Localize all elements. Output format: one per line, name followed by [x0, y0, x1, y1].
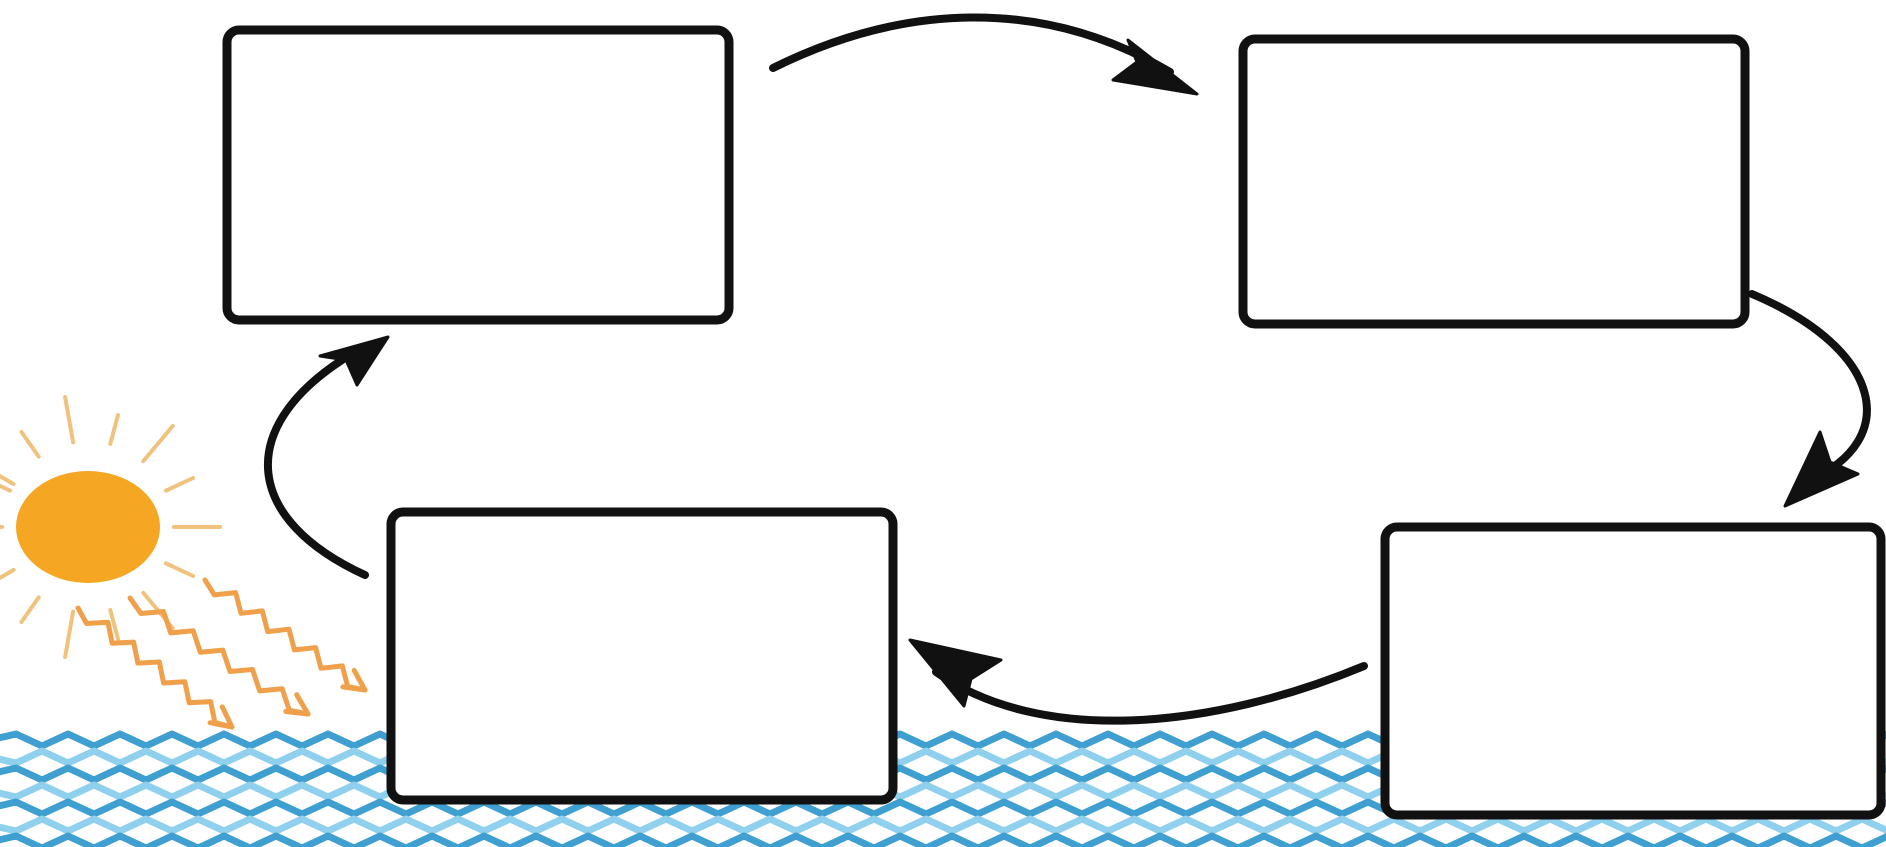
sun-ray: [108, 413, 120, 446]
heat-ray: [127, 595, 311, 717]
sun-ray: [108, 608, 120, 641]
heat-ray-arrowhead: [283, 692, 311, 717]
sun-ray: [0, 483, 13, 493]
water-waves-icon: [0, 730, 1886, 847]
heat-ray-arrowhead: [340, 667, 368, 693]
box-top-right: [1238, 34, 1750, 329]
wave-line: [0, 832, 1886, 847]
heat-ray-arrowhead: [207, 704, 235, 730]
sun-ray: [141, 423, 175, 464]
sun-ray: [0, 473, 16, 486]
sun-ray: [63, 609, 76, 659]
sun-ray: [163, 476, 196, 493]
sun-ray: [19, 595, 41, 624]
box-bottom-right: [1380, 522, 1886, 820]
sun-ray: [63, 395, 76, 445]
sun-disc: [16, 471, 160, 583]
arrow-bottom-right-to-bottom-left: [908, 638, 1368, 725]
heat-ray: [202, 577, 368, 693]
box-top-left: [222, 25, 734, 325]
arrow-bottom-left-to-top-left: [263, 335, 390, 579]
box-bottom-left: [386, 507, 898, 805]
arrow-top-right-to-bottom-right: [1748, 290, 1871, 508]
wave-line: [0, 815, 1886, 835]
heat-ray: [75, 605, 235, 730]
sun-ray: [19, 430, 41, 459]
heat-rays-icon: [75, 577, 368, 730]
sun-ray: [163, 561, 196, 578]
sun-rays-icon: [0, 395, 222, 659]
sun-ray: [0, 568, 16, 581]
arrow-top-left-to-top-right: [769, 13, 1199, 96]
sun-icon: [0, 395, 222, 659]
